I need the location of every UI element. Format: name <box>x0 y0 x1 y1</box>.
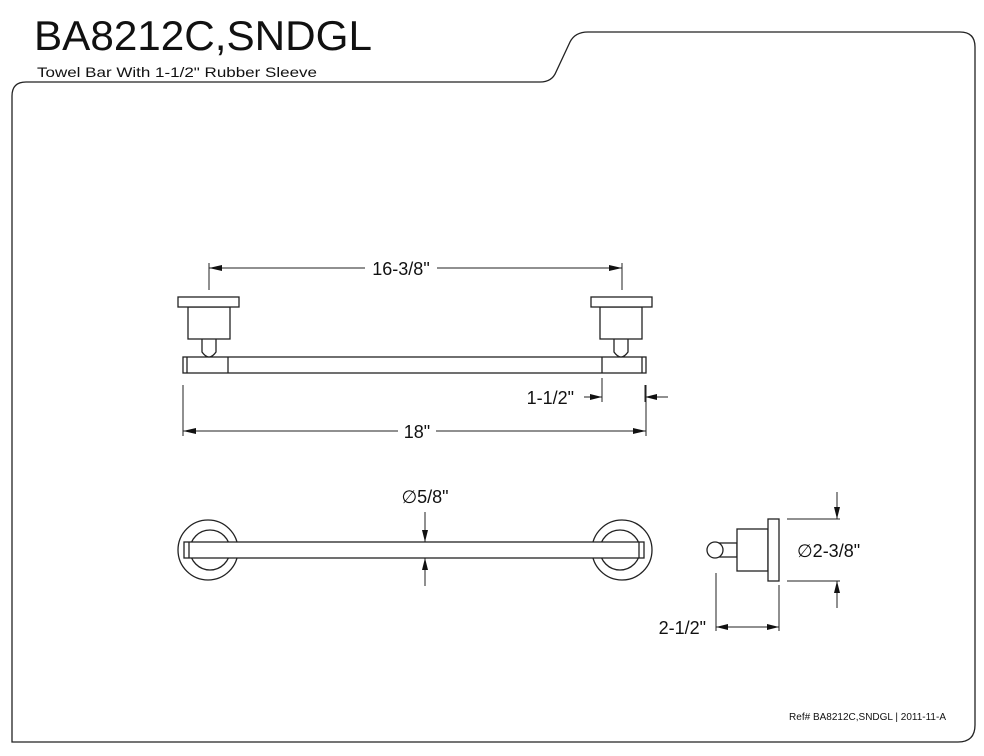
dim-bar-diameter: ∅5/8" <box>401 487 448 507</box>
page-subtitle: Towel Bar With 1-1/2" Rubber Sleeve <box>37 64 317 80</box>
drawing-frame <box>11 31 976 743</box>
top-view: 16-3/8" 1-1/2" 18" <box>177 259 668 442</box>
reference-number: Ref# BA8212C,SNDGL | 2011-11-A <box>789 712 946 723</box>
dim-sleeve-length: 1-1/2" <box>527 388 574 408</box>
side-view: ∅2-3/8" 2-1/2" <box>659 492 860 638</box>
dim-overall-length: 18" <box>404 422 430 442</box>
dim-projection: 2-1/2" <box>659 618 706 638</box>
side-bar-section <box>706 541 724 559</box>
front-view: ∅5/8" <box>177 487 653 586</box>
bar-front <box>183 541 645 559</box>
left-post <box>201 339 217 358</box>
right-cup <box>599 306 643 340</box>
side-cup <box>736 528 769 572</box>
bar <box>182 356 647 374</box>
left-cup <box>187 306 231 340</box>
right-flange <box>590 296 653 308</box>
dim-flange-diameter: ∅2-3/8" <box>797 541 860 561</box>
right-post <box>613 339 629 358</box>
page-title: BA8212C,SNDGL <box>34 12 372 59</box>
side-flange <box>767 518 780 582</box>
dim-post-spacing: 16-3/8" <box>372 259 429 279</box>
left-flange <box>177 296 240 308</box>
